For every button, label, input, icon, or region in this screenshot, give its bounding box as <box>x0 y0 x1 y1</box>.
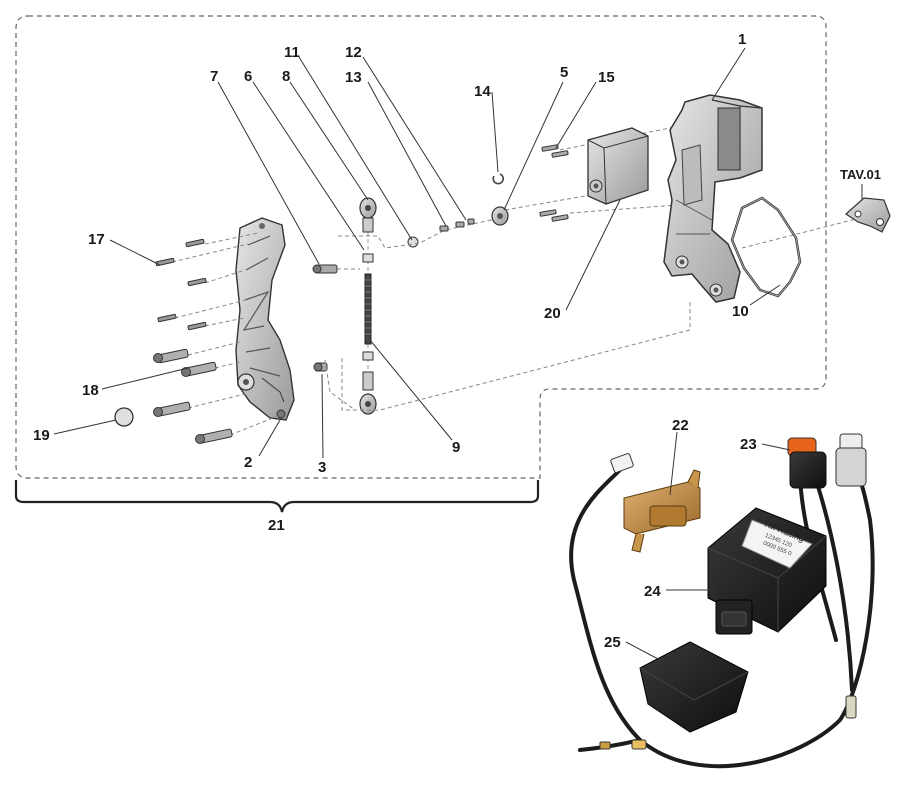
callout-5: 5 <box>560 64 569 81</box>
small-screws-11-13 <box>439 218 475 232</box>
callout-18: 18 <box>82 382 99 399</box>
group-boundary-dashed <box>15 15 827 479</box>
callout-8: 8 <box>282 68 291 85</box>
callout-17: 17 <box>88 231 105 248</box>
washer-19 <box>114 407 134 427</box>
callout-20: 20 <box>544 305 561 322</box>
callout-14: 14 <box>474 83 491 100</box>
callout-6: 6 <box>244 68 253 85</box>
side-cover-plate <box>235 217 295 421</box>
gasket-10 <box>730 196 802 298</box>
left-screws <box>153 232 279 444</box>
group-21-brace <box>14 480 540 513</box>
callout-15: 15 <box>598 69 615 86</box>
callout-1: 1 <box>738 31 747 48</box>
callout-22: 22 <box>672 417 689 434</box>
pickup-22 <box>623 469 701 553</box>
callout-9: 9 <box>452 439 461 456</box>
callout-2: 2 <box>244 454 253 471</box>
ecu-box-24 <box>707 507 827 635</box>
callout-25: 25 <box>604 634 621 651</box>
callout-13: 13 <box>345 69 362 86</box>
actuator-bracket-1 <box>663 94 763 303</box>
callout-10: 10 <box>732 303 749 320</box>
ecu-cover-25 <box>639 641 749 733</box>
callout-7: 7 <box>210 68 219 85</box>
callout-23: 23 <box>740 436 757 453</box>
callout-3: 3 <box>318 459 327 476</box>
callout-24: 24 <box>644 583 661 600</box>
servo-motor-20 <box>587 127 649 205</box>
pulley-5 <box>491 206 509 226</box>
callout-12: 12 <box>345 44 362 61</box>
callout-11: 11 <box>284 44 300 61</box>
connector-23 <box>787 433 867 489</box>
callout-tav01: TAV.01 <box>840 167 881 182</box>
screws-15 <box>539 144 569 222</box>
callout-21: 21 <box>268 517 285 534</box>
spring-clip-14 <box>492 173 504 185</box>
leader-lines <box>53 47 863 661</box>
tav01-bracket <box>845 197 891 233</box>
linkage-rod-assembly <box>312 197 419 415</box>
callout-19: 19 <box>33 427 50 444</box>
harness-connectors <box>599 453 857 750</box>
